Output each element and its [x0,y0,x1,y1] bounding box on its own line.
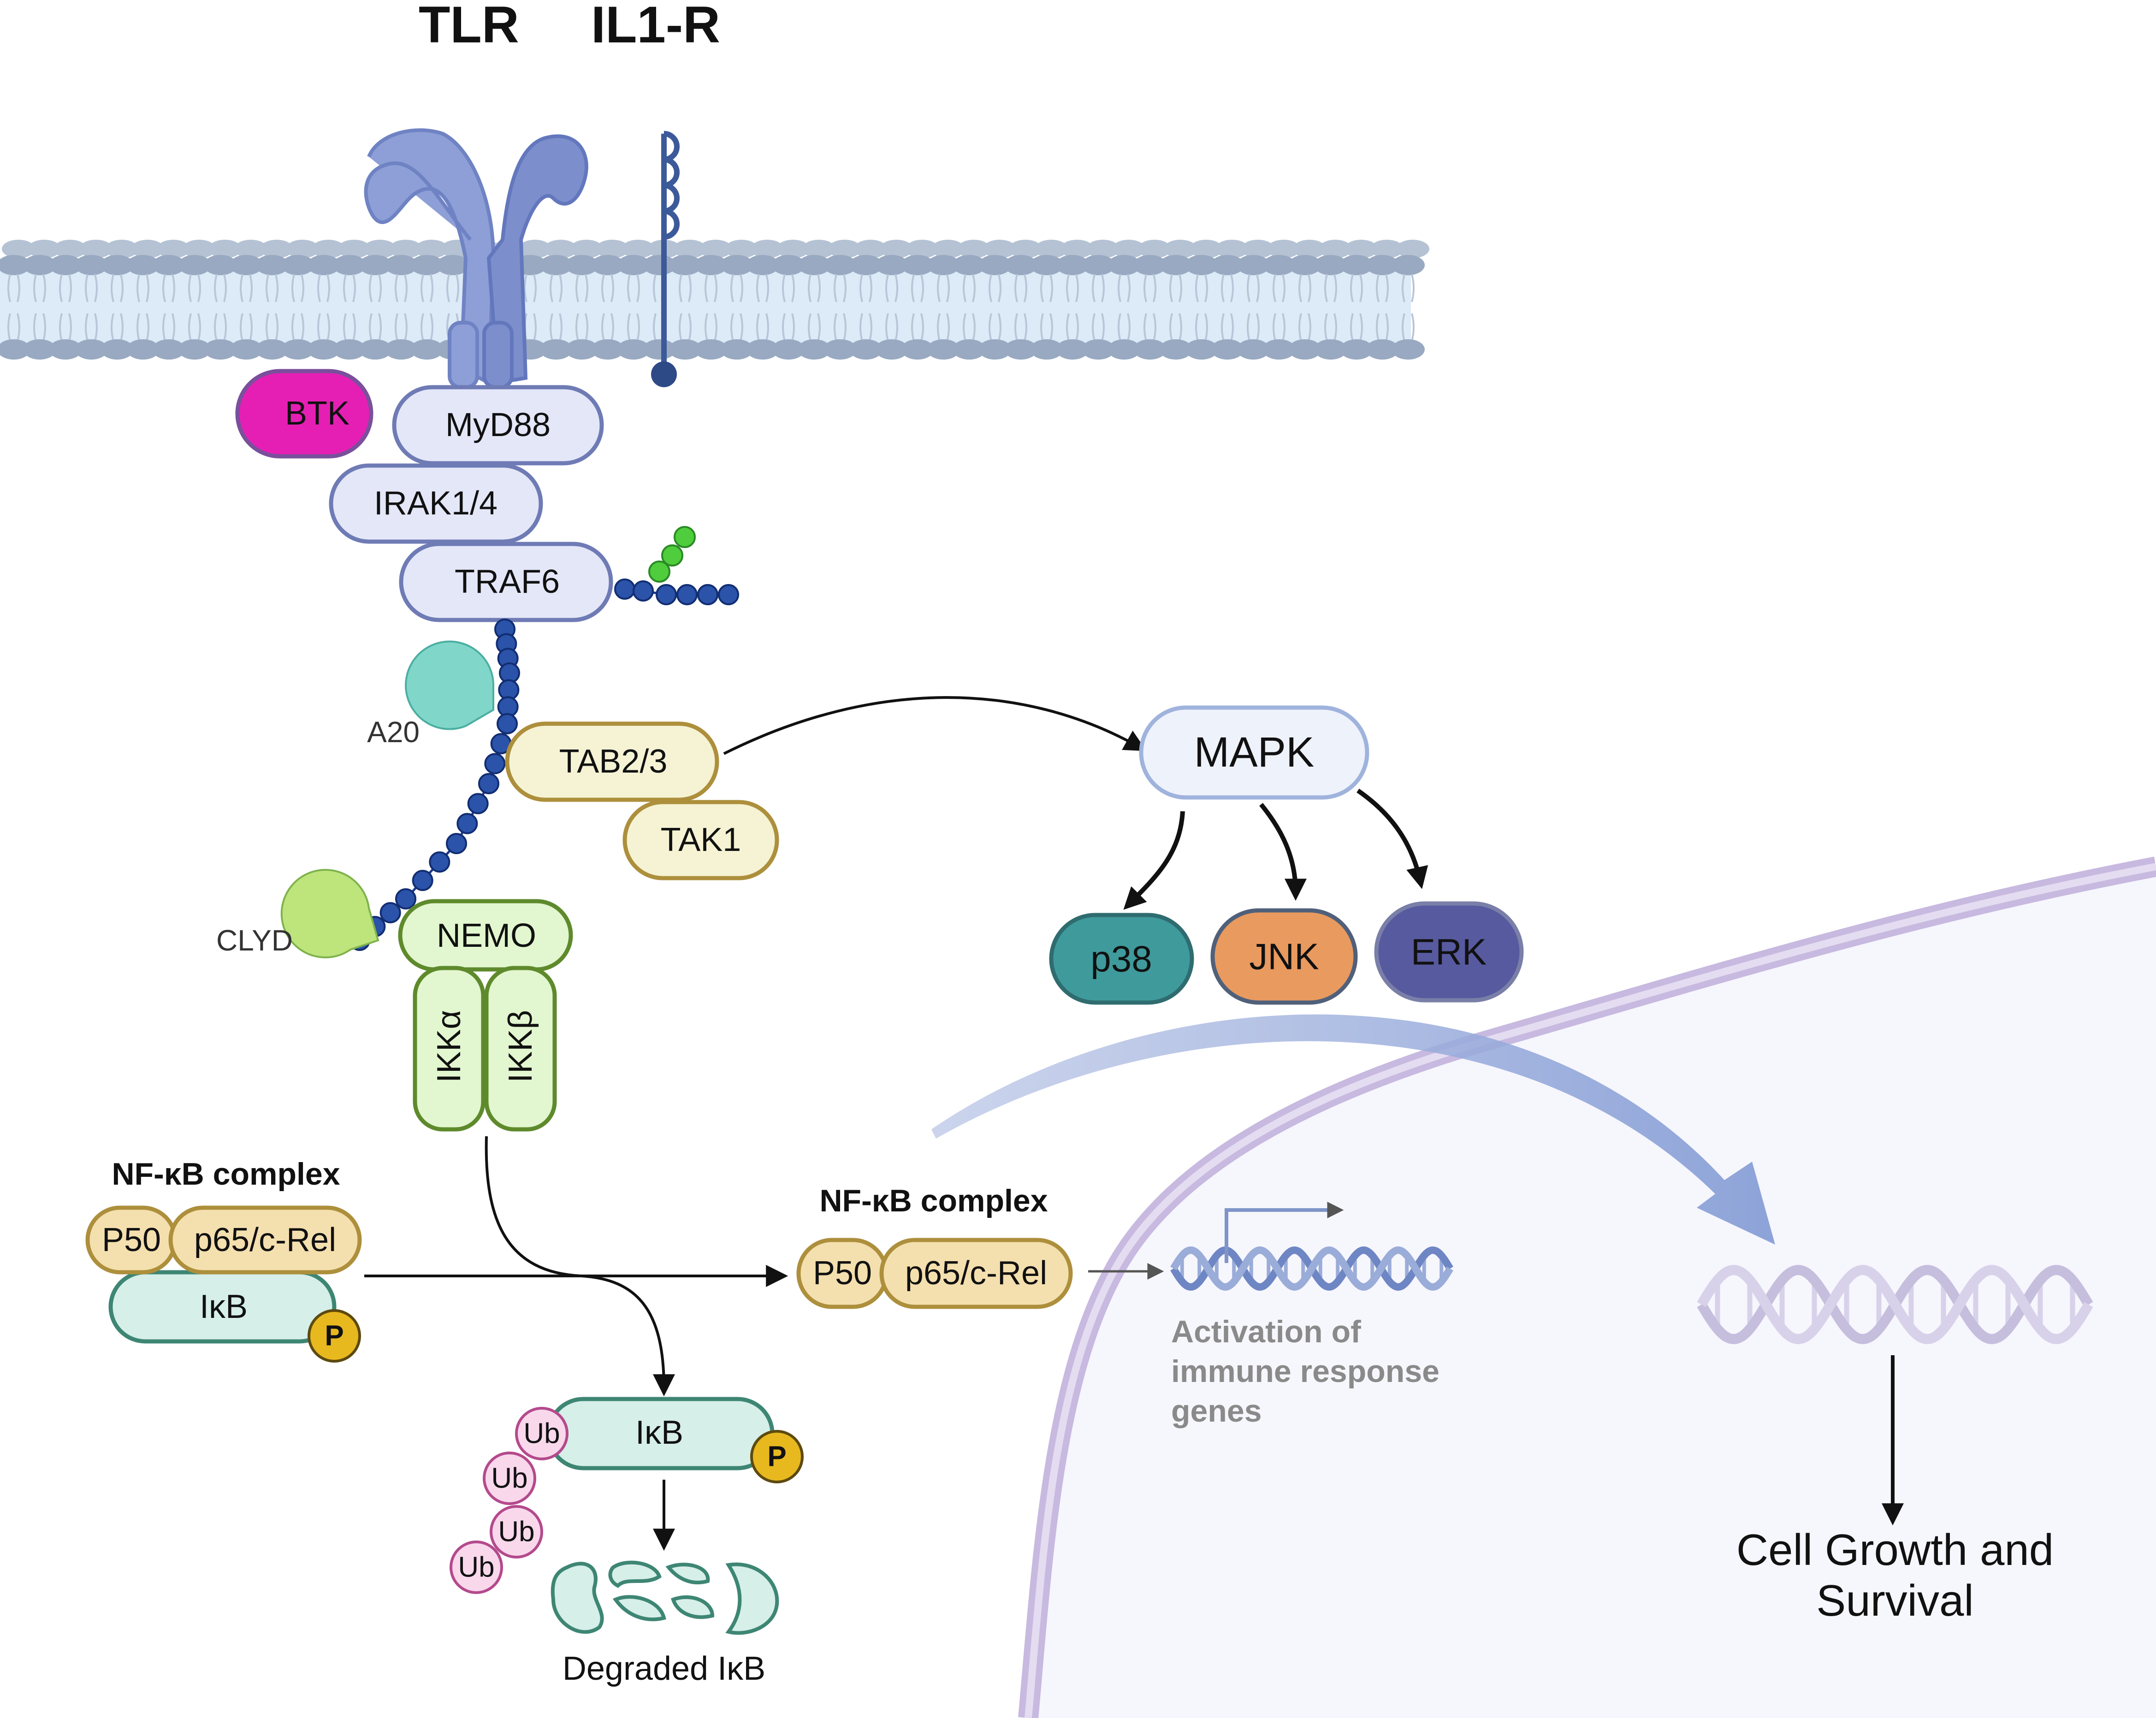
il1r-label: IL1-R [591,0,720,53]
irak-node: IRAK1/4 [329,463,543,544]
nfkb-left-title: NF-κB complex [112,1157,340,1192]
ubiquitin-tag-2: Ub [483,1452,536,1505]
mapk-to-jnk-arrow [1259,803,1307,901]
svg-text:P50: P50 [102,1222,161,1258]
svg-text:IRAK1/4: IRAK1/4 [374,485,498,522]
svg-text:NEMO: NEMO [437,917,536,954]
svg-text:p65/c-Rel: p65/c-Rel [194,1222,336,1258]
svg-text:P: P [325,1320,344,1352]
degraded-ikb-fragments [551,1560,779,1635]
myd88-node: MyD88 [392,385,604,466]
ikb-left-node: IκB [108,1270,337,1344]
p50-left-node: P50 [85,1205,178,1275]
svg-text:Ub: Ub [498,1516,534,1548]
p65-left-node: p65/c-Rel [168,1205,362,1275]
erk-node: ERK [1374,901,1524,1003]
jnk-node: JNK [1210,908,1358,1005]
p38-node: p38 [1049,913,1194,1005]
nfkb-right-title: NF-κB complex [819,1183,1048,1218]
il1r-receptor [651,131,680,387]
a20-label: A20 [367,715,420,749]
svg-text:TRAF6: TRAF6 [455,563,560,600]
nuclear-membrane-inner [1025,863,2156,1718]
tak1-node: TAK1 [622,800,779,880]
ikkb-node: IKKβ [484,966,557,1132]
mapk-to-erk-arrow [1356,788,1428,889]
nemo-node: NEMO [398,899,573,972]
svg-text:JNK: JNK [1249,936,1319,977]
clyd-enzyme [280,869,379,958]
p65-right-node: p65/c-Rel [879,1238,1073,1309]
activation-line3: genes [1171,1393,1262,1429]
tab23-node: TAB2/3 [505,721,719,802]
mapk-node: MAPK [1139,705,1369,800]
ikb-degrading-node: IκB [546,1397,775,1470]
svg-text:IκB: IκB [635,1414,683,1451]
phosphate-degrading: P [750,1430,804,1483]
gene-dna-icon [1170,1246,1453,1291]
svg-text:TAB2/3: TAB2/3 [559,743,668,780]
tlr-receptor [364,128,588,389]
svg-text:IKKβ: IKKβ [502,1010,539,1082]
nucleus-dna-icon [1697,1265,2093,1344]
tab-to-mapk-arrow [723,696,1147,755]
traf6-ubiquitin-chain [614,526,739,605]
svg-text:Ub: Ub [523,1418,560,1450]
outcome-line2: Survival [1816,1576,1973,1625]
svg-text:ERK: ERK [1411,932,1487,973]
phosphate-left: P [308,1309,361,1363]
ikka-node: IKKα [413,966,486,1132]
outcome-line1: Cell Growth and [1736,1525,2054,1575]
transcription-arrow [1225,1202,1344,1263]
svg-text:p65/c-Rel: p65/c-Rel [905,1255,1047,1292]
svg-text:MAPK: MAPK [1194,729,1315,776]
p50-right-node: P50 [796,1238,888,1309]
traf6-node: TRAF6 [399,542,613,622]
svg-text:p38: p38 [1090,939,1152,980]
ubiquitin-tag-3: Ub [490,1505,543,1559]
svg-text:TAK1: TAK1 [661,821,741,858]
svg-text:P50: P50 [813,1255,872,1292]
activation-line1: Activation of [1171,1314,1361,1349]
ubiquitin-tag-4: Ub [450,1541,503,1594]
svg-text:Ub: Ub [491,1463,527,1494]
svg-text:Ub: Ub [458,1552,494,1583]
ikk-to-degradation-arrow [485,1136,675,1397]
a20-enzyme [405,640,495,730]
svg-text:IKKα: IKKα [431,1010,468,1083]
nucleus [1028,867,2156,1718]
activation-line2: immune response [1171,1354,1439,1389]
svg-text:MyD88: MyD88 [445,407,551,443]
mapk-to-nucleus-arrow [931,1014,1775,1245]
btk-node: BTK [235,369,373,459]
mapk-to-p38-arrow [1123,811,1185,910]
tlr-label: TLR [419,0,519,53]
cell-membrane [0,240,1429,360]
ubiquitin-tag-1: Ub [515,1407,569,1460]
ubiquitin-chain [349,619,520,951]
clyd-label: CLYD [216,924,293,957]
degraded-ikb-label: Degraded IκB [563,1650,765,1687]
svg-text:IκB: IκB [200,1288,248,1325]
svg-text:P: P [767,1441,786,1473]
svg-text:BTK: BTK [285,395,349,432]
